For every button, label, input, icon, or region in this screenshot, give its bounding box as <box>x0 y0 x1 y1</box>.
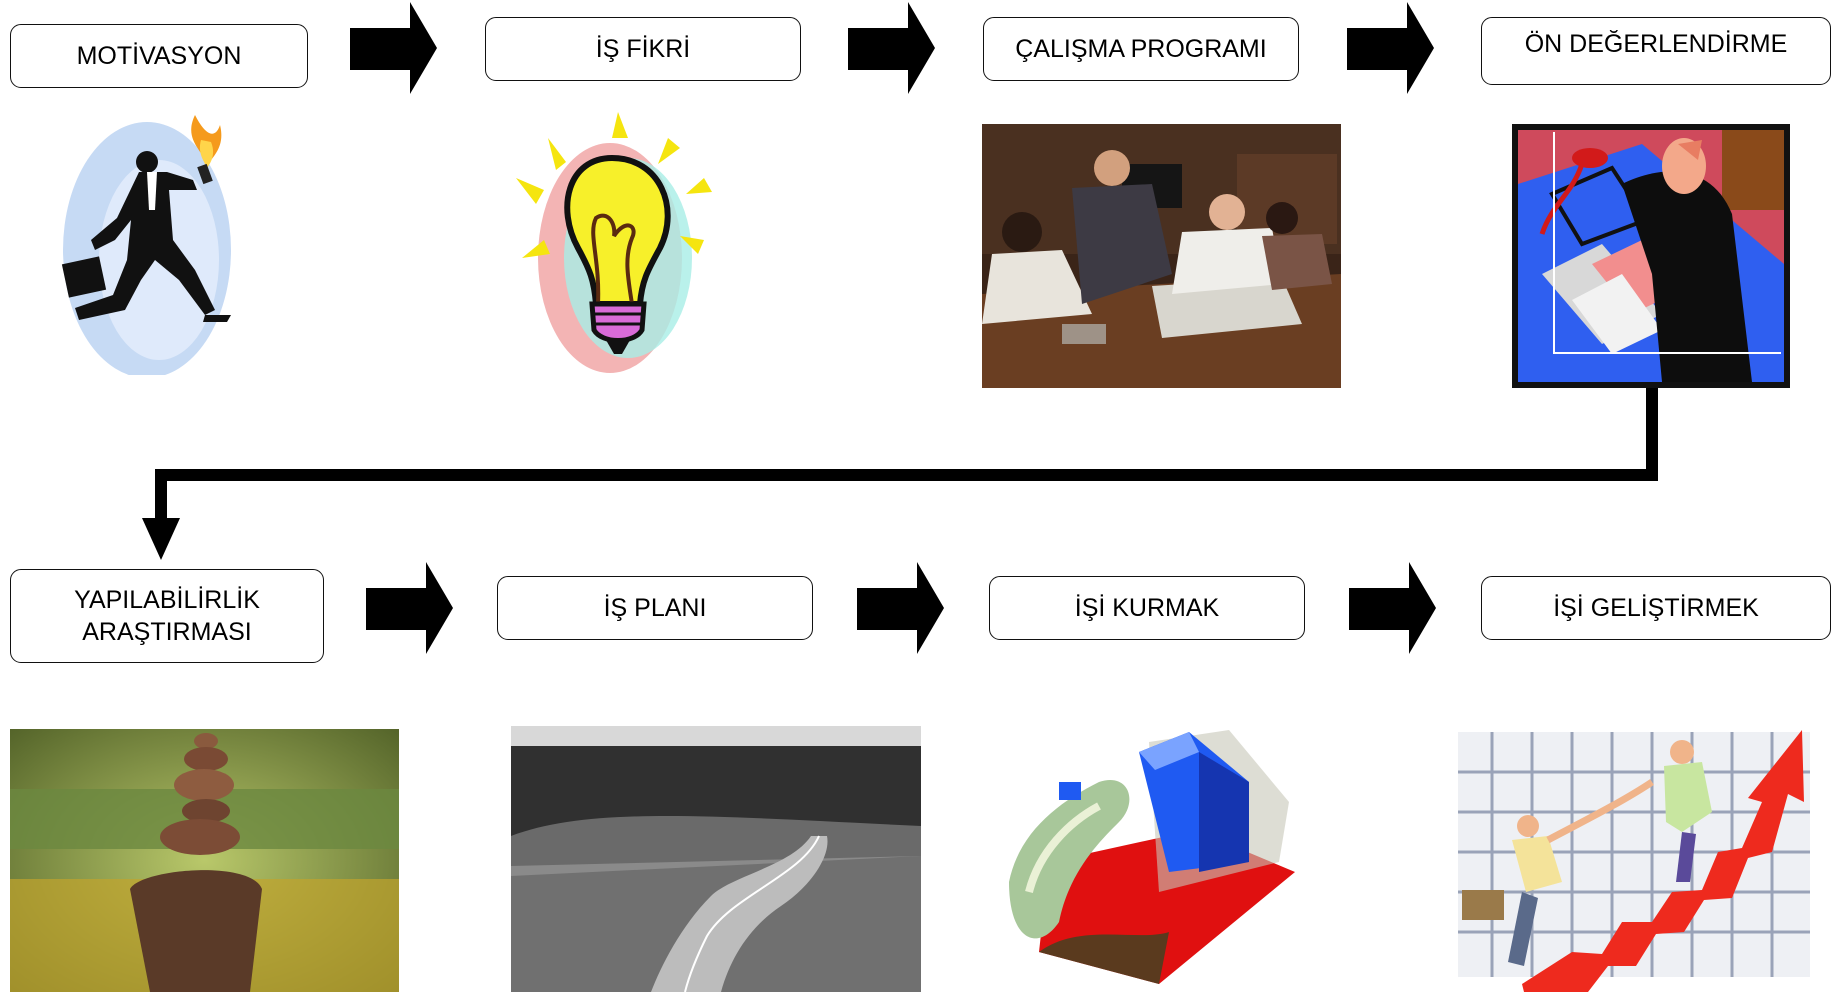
building-climber-icon <box>1009 730 1295 984</box>
step-work-program-box: ÇALIŞMA PROGRAMI <box>983 17 1299 81</box>
step-business-plan-box: İŞ PLANI <box>497 576 813 640</box>
step-motivation-label: MOTİVASYON <box>76 42 242 70</box>
flow-arrow-6 <box>857 562 944 654</box>
light-bulb-icon <box>516 112 712 373</box>
step-start-business-label: İŞİ KURMAK <box>1074 594 1220 622</box>
step-feasibility-label: YAPILABİLİRLİK ARAŞTIRMASI <box>74 586 260 646</box>
step-grow-business-label: İŞİ GELİŞTİRMEK <box>1553 594 1759 622</box>
winding-road-photo <box>511 726 921 992</box>
step-pre-evaluation-label: ÖN DEĞERLENDİRME <box>1524 30 1788 58</box>
flow-arrow-2 <box>848 2 935 94</box>
thinking-man-at-desk-icon <box>1512 124 1790 388</box>
growth-staircase-icon <box>1452 722 1820 992</box>
step-business-plan-label: İŞ PLANI <box>603 594 707 622</box>
step-business-idea-label: İŞ FİKRİ <box>595 35 691 63</box>
step-business-idea-box: İŞ FİKRİ <box>485 17 801 81</box>
step-pre-evaluation-box: ÖN DEĞERLENDİRME <box>1481 17 1831 85</box>
step-motivation-box: MOTİVASYON <box>10 24 308 88</box>
step-start-business-box: İŞİ KURMAK <box>989 576 1305 640</box>
step-work-program-label: ÇALIŞMA PROGRAMI <box>1015 35 1267 63</box>
step-grow-business-box: İŞİ GELİŞTİRMEK <box>1481 576 1831 640</box>
flow-arrow-1 <box>350 2 437 94</box>
stacked-stones-photo <box>10 729 399 992</box>
flow-arrow-3 <box>1347 2 1434 94</box>
runner-with-torch-icon <box>61 115 231 375</box>
step-feasibility-box: YAPILABİLİRLİK ARAŞTIRMASI <box>10 569 324 663</box>
meeting-photo <box>982 124 1341 388</box>
flow-arrow-7 <box>1349 562 1436 654</box>
flow-arrow-5 <box>366 562 453 654</box>
